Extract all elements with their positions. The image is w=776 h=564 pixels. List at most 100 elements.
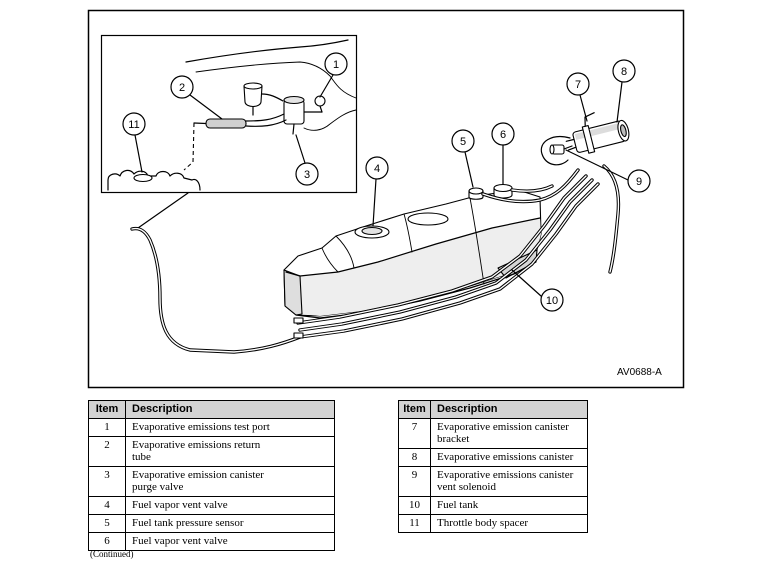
item-description-cell: Throttle body spacer <box>430 514 588 533</box>
front-fuel-line-outer <box>130 226 302 354</box>
callout-8-leader <box>616 81 623 123</box>
item-description-cell: Evaporative emissions canister vent sole… <box>430 466 588 497</box>
table-row: 1 Evaporative emissions test port <box>88 418 335 437</box>
table-header-row: Item Description <box>88 400 335 419</box>
fuel-vapor-vent-valve-6 <box>493 183 513 199</box>
table-row: 10 Fuel tank <box>398 496 588 515</box>
callout-3: 3 <box>295 134 319 186</box>
purge-valve-top <box>283 95 305 105</box>
item-description-cell: Evaporative emissions test port <box>125 418 335 437</box>
item-description-cell: Fuel vapor vent valve <box>125 496 335 515</box>
front-fuel-line <box>130 226 302 354</box>
item-number: 4 <box>88 496 126 515</box>
callout-2-circle <box>170 75 194 99</box>
return-tube-line-lower <box>245 119 287 127</box>
return-tube-line-upper <box>245 113 285 122</box>
fuel-lines <box>130 164 621 354</box>
item-number: 9 <box>398 466 431 497</box>
callout-7: 7 <box>566 72 590 122</box>
table-row: 8 Evaporative emissions canister <box>398 448 588 467</box>
tank-strap <box>469 197 485 285</box>
callout-10: 10 <box>511 269 564 312</box>
callout-10-circle <box>540 288 564 312</box>
vapor-lines <box>481 164 621 274</box>
callout-3-leader <box>295 134 306 164</box>
hood-lines <box>185 39 357 131</box>
tank-line-bundle <box>293 174 600 339</box>
line-connector-1 <box>293 317 304 324</box>
bundle-line-3-inner <box>299 183 599 338</box>
fuel-vapor-vent-valve-4 <box>354 225 390 239</box>
callout-2: 2 <box>170 75 223 120</box>
callout-9-circle <box>627 169 651 193</box>
table-row: 6 Fuel vapor vent valve <box>88 532 335 551</box>
purge-valve-outlet <box>292 123 295 135</box>
callout-2-leader <box>189 94 223 120</box>
callout-7-label: 7 <box>575 79 581 91</box>
bundle-line-1-inner <box>297 175 587 324</box>
callout-9-label: 9 <box>636 176 642 188</box>
item-description-cell: Evaporative emissions canister <box>430 448 588 467</box>
callout-6: 6 <box>491 122 515 185</box>
item-description-cell: Fuel tank pressure sensor <box>125 514 335 533</box>
item-description: Throttle body spacer <box>437 517 529 529</box>
item-description: Evaporative emission canister bracket <box>437 421 569 445</box>
table-row: 4 Fuel vapor vent valve <box>88 496 335 515</box>
callout-4-label: 4 <box>374 163 380 175</box>
tank-contour-1 <box>321 247 339 273</box>
front-fuel-line-inner <box>131 227 301 353</box>
canister-bracket <box>581 112 596 154</box>
item-number: 8 <box>398 448 431 467</box>
callout-5-label: 5 <box>460 136 466 148</box>
canister-port-2 <box>567 146 577 151</box>
table-row: 2 Evaporative emissions return tube <box>88 436 335 467</box>
callout-1: 1 <box>319 52 348 98</box>
fuel-tank <box>283 183 542 319</box>
table-row: 9 Evaporative emissions canister vent so… <box>398 466 588 497</box>
tank-top-edge <box>285 217 541 277</box>
cowl-line <box>195 61 357 99</box>
hood-edge-line <box>185 39 349 63</box>
tank-contour-2 <box>335 235 355 269</box>
canister-port-1 <box>565 138 575 142</box>
item-number: 5 <box>88 514 126 533</box>
item-description: Fuel vapor vent valve <box>132 535 228 547</box>
item-description: Evaporative emission canister purge valv… <box>132 469 264 493</box>
table-row: 3 Evaporative emission canister purge va… <box>88 466 335 497</box>
fuel-tank-pressure-sensor <box>468 187 484 200</box>
callout-5: 5 <box>451 129 475 188</box>
pressure-sensor-top <box>468 187 484 195</box>
purge-valve <box>283 95 323 135</box>
item-description: Fuel tank <box>437 499 479 511</box>
callout-3-label: 3 <box>304 169 310 181</box>
item-description: Evaporative emissions canister vent sole… <box>437 469 574 493</box>
vapor-line-1-inner <box>482 169 579 203</box>
item-description-cell: Fuel vapor vent valve <box>125 532 335 551</box>
vent-valve-6-top <box>493 183 513 193</box>
parts-table-right: Item Description 7 Evaporative emission … <box>398 400 588 533</box>
item-number: 1 <box>88 418 126 437</box>
canister-loop-tube <box>540 136 571 166</box>
callout-11-label: 11 <box>128 119 139 131</box>
callout-7-circle <box>566 72 590 96</box>
reservoir-hose <box>261 93 284 102</box>
callout-9: 9 <box>565 149 651 193</box>
item-description: Fuel vapor vent valve <box>132 499 228 511</box>
item-description: Evaporative emissions canister <box>437 451 574 463</box>
description-column-header: Description <box>430 400 588 419</box>
table-row: 7 Evaporative emission canister bracket <box>398 418 588 449</box>
callout-4: 4 <box>365 156 389 227</box>
item-number: 7 <box>398 418 431 449</box>
callout-10-label: 10 <box>546 295 558 307</box>
parts-table-left: Item Description 1 Evaporative emissions… <box>88 400 335 551</box>
tank-raised-panel <box>407 212 449 226</box>
reservoir <box>243 82 284 116</box>
return-tube <box>183 113 287 171</box>
item-number: 2 <box>88 436 126 467</box>
item-description: Fuel tank pressure sensor <box>132 517 244 529</box>
callout-6-label: 6 <box>500 129 506 141</box>
callout-1-circle <box>324 52 348 76</box>
evap-system-diagram: 1 2 3 4 5 6 7 <box>87 9 685 389</box>
canister-vent-solenoid <box>549 144 573 155</box>
callouts: 1 2 3 4 5 6 7 <box>122 52 651 312</box>
